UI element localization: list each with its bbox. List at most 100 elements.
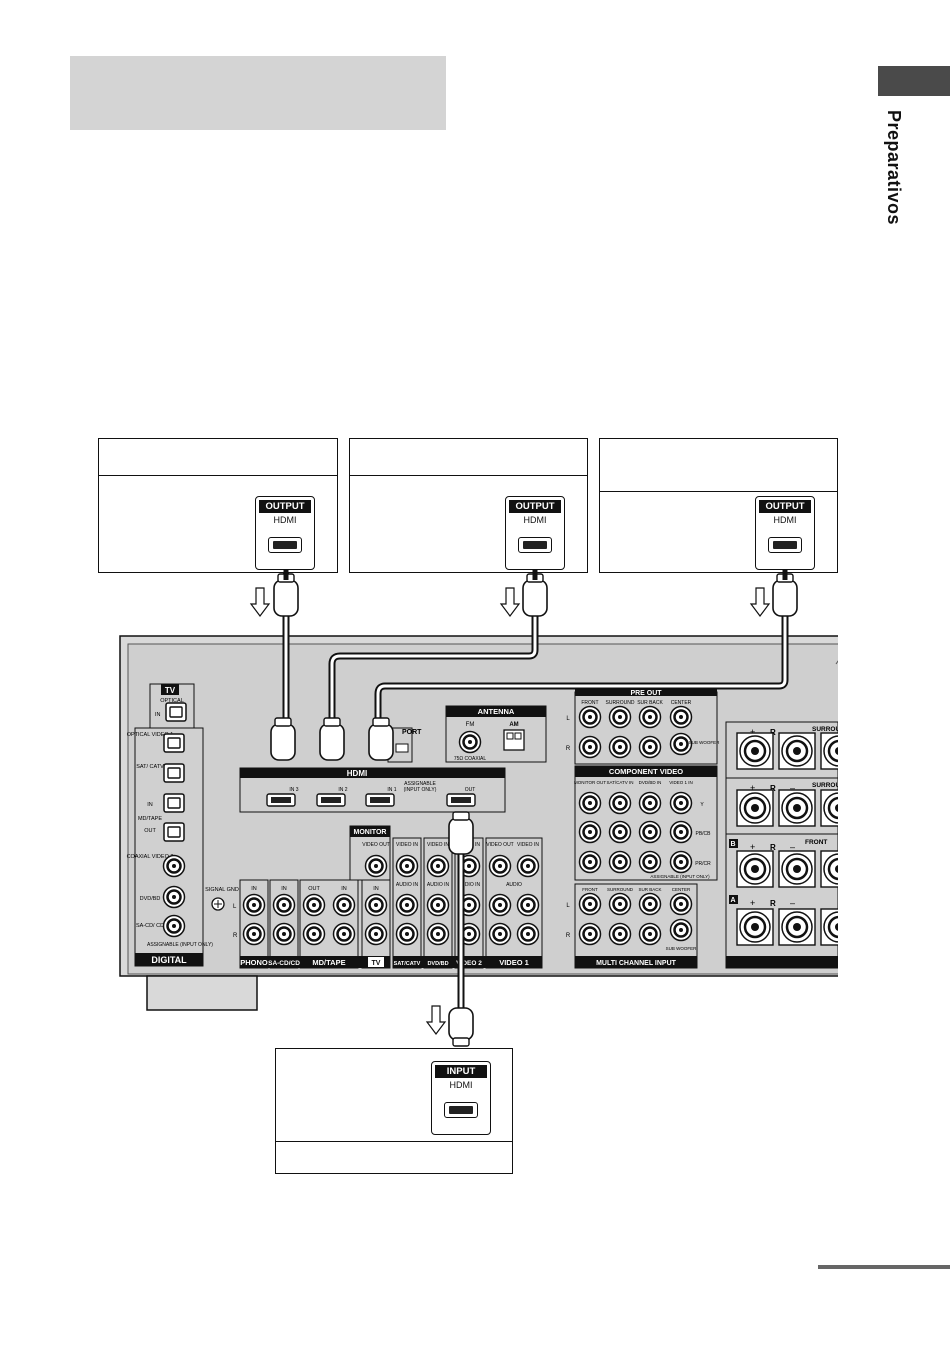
coaxial-jack-icon xyxy=(162,885,186,909)
speaker-terminal-icon xyxy=(777,731,817,771)
l-label: L xyxy=(233,904,237,910)
surround-label: SURROUND xyxy=(607,887,634,892)
rca-jack-icon xyxy=(608,735,632,759)
rca-jack-icon xyxy=(669,918,693,942)
dvd-bd-label: DVD/BD xyxy=(140,896,161,902)
in-label: IN xyxy=(251,886,257,892)
rca-jack-icon xyxy=(669,791,693,815)
in-label: IN xyxy=(155,712,161,718)
hdmi-input-port-tv: INPUT HDMI xyxy=(431,1061,491,1135)
dvd-bd-in-label: DVD/BD IN xyxy=(639,780,662,785)
rca-jack-icon xyxy=(395,893,419,917)
rca-jack-icon xyxy=(332,922,356,946)
device-divider xyxy=(99,475,337,476)
rca-jack-icon xyxy=(578,922,602,946)
r-label: R xyxy=(770,899,776,908)
signal-gnd-label: SIGNAL GND xyxy=(205,887,239,893)
coaxial-video2-label: COAXIAL VIDEO 2 xyxy=(127,854,174,860)
section-title-box xyxy=(70,56,446,130)
hdmi-out-jack-icon xyxy=(446,793,476,807)
video-in-label: VIDEO IN xyxy=(427,842,449,848)
down-arrow-icon xyxy=(750,587,770,617)
device-divider xyxy=(600,491,837,492)
rca-jack-icon xyxy=(578,820,602,844)
rca-jack-icon xyxy=(669,705,693,729)
sa-cd-label: SA-CD/ CD xyxy=(136,923,164,929)
r-label: R xyxy=(770,784,776,793)
rca-jack-icon xyxy=(578,850,602,874)
audio-label: AUDIO xyxy=(506,882,522,888)
video2-bottom-label: VIDEO 2 xyxy=(456,960,482,967)
source-device-3: OUTPUT HDMI xyxy=(599,438,838,573)
speaker-a-label: A xyxy=(730,897,735,904)
rca-jack-icon xyxy=(272,922,296,946)
hdmi-in2-jack-icon xyxy=(316,793,346,807)
speaker-terminals-section: SURROUND BACK + R – SURROUND + R – B FRO… xyxy=(725,721,870,969)
l-label: L xyxy=(566,903,570,909)
phono-label: PHONO xyxy=(240,958,268,967)
fm-label: FM xyxy=(466,722,475,728)
antenna-label: ANTENNA xyxy=(478,707,515,716)
cable-plugs xyxy=(270,570,798,1047)
in-label: IN xyxy=(147,802,153,808)
plus-label: + xyxy=(750,842,755,852)
signal-gnd: SIGNAL GND L R xyxy=(205,887,239,939)
tv-bottom-label: TV xyxy=(372,960,381,967)
rca-jack-icon xyxy=(608,820,632,844)
rca-jack-icon xyxy=(638,705,662,729)
plus-label: + xyxy=(750,727,755,737)
md-tape-bottom-label: MD/TAPE xyxy=(312,958,345,967)
component-video-label: COMPONENT VIDEO xyxy=(609,767,683,776)
speaker-terminal-icon xyxy=(777,907,817,947)
optical-label: OPTICAL xyxy=(160,698,184,704)
optical-jack-icon xyxy=(165,702,187,722)
antenna-section: ANTENNA FM AM 75Ω COAXIAL xyxy=(445,705,547,763)
rca-jack-icon xyxy=(426,854,450,878)
tv-badge: TV xyxy=(165,686,176,695)
rca-jack-icon xyxy=(488,854,512,878)
rca-jack-icon xyxy=(608,705,632,729)
rca-jack-icon xyxy=(488,922,512,946)
hdmi-in3-label: IN 3 xyxy=(289,787,298,793)
optical-jack-icon xyxy=(163,763,185,783)
speaker-b-label: B xyxy=(730,841,735,848)
minus-label: – xyxy=(790,727,795,737)
rca-jack-icon xyxy=(242,893,266,917)
sub-woofer-label: SUB WOOFER xyxy=(666,946,698,951)
hdmi-in3-jack-icon xyxy=(266,793,296,807)
sat-catv-label: SAT/ CATV xyxy=(136,764,164,770)
rca-jack-icon xyxy=(638,892,662,916)
hdmi-plug-icon xyxy=(522,573,548,617)
rca-jack-icon xyxy=(426,922,450,946)
center-label: CENTER xyxy=(672,887,691,892)
hdmi-section: HDMI ASSIGNABLE (INPUT ONLY) IN 3 IN 2 I… xyxy=(239,727,506,813)
plus-label: + xyxy=(750,783,755,793)
digital-label: DIGITAL xyxy=(151,955,187,965)
in-label: IN xyxy=(373,886,379,892)
video1-in-label: VIDEO 1 IN xyxy=(669,780,693,785)
hdmi-jack-icon xyxy=(268,537,302,553)
pre-out-section: PRE OUT FRONT SURROUND SUR BACK CENTER L… xyxy=(566,688,720,765)
l-label: L xyxy=(566,716,570,722)
hdmi-input-only-label: (INPUT ONLY) xyxy=(404,787,437,793)
speaker-terminal-icon xyxy=(735,907,775,947)
hdmi-output-port-3: OUTPUT HDMI xyxy=(755,496,815,570)
video-in-label: VIDEO IN xyxy=(517,842,539,848)
hdmi-output-port-2: OUTPUT HDMI xyxy=(505,496,565,570)
dvd-bd-bottom-label: DVD/BD xyxy=(427,961,448,967)
rca-jack-icon xyxy=(302,922,326,946)
rca-jack-icon xyxy=(608,791,632,815)
hdmi-output-port-1: OUTPUT HDMI xyxy=(255,496,315,570)
speaker-terminal-icon xyxy=(777,849,817,889)
down-arrow-icon xyxy=(250,587,270,617)
hdmi-cables xyxy=(282,571,789,1014)
rca-jack-icon xyxy=(608,892,632,916)
minus-label: – xyxy=(790,783,795,793)
rca-jack-icon xyxy=(578,735,602,759)
pb-cb-label: PB/CB xyxy=(695,831,711,837)
optical-jack-icon xyxy=(163,793,185,813)
rca-jack-icon xyxy=(578,892,602,916)
rca-jack-icon xyxy=(638,735,662,759)
r-label: R xyxy=(566,746,571,752)
